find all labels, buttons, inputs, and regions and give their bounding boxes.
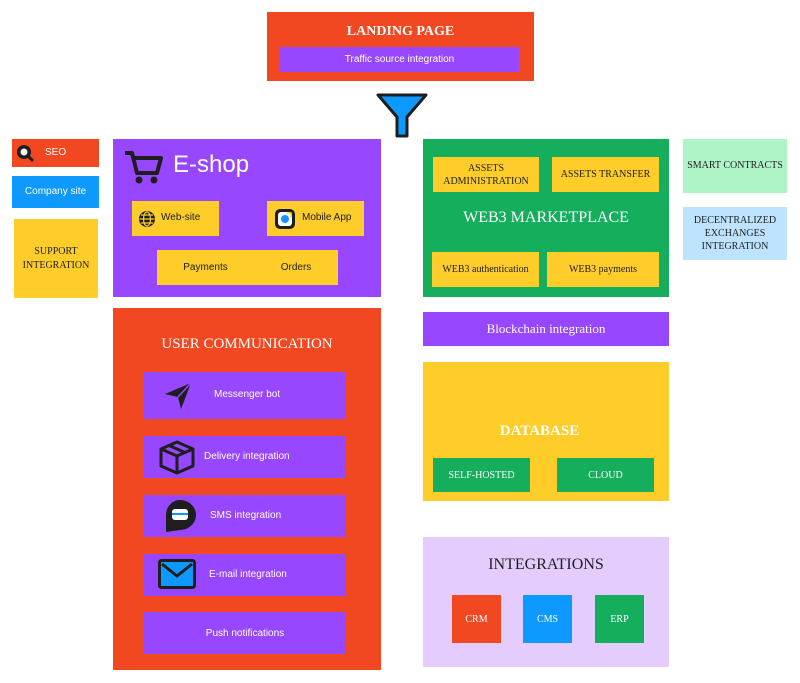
delivery-integration-label: Delivery integration xyxy=(204,451,290,462)
database-title: DATABASE xyxy=(499,422,580,439)
mobile-app-button[interactable]: Mobile App xyxy=(267,201,364,236)
app-icon xyxy=(275,209,295,229)
funnel-icon xyxy=(376,93,428,138)
assets-administration-button[interactable]: ASSETS ADMINISTRATION xyxy=(433,157,539,192)
user-communication-title: USER COMMUNICATION xyxy=(161,335,333,352)
send-icon xyxy=(165,382,192,409)
cms-button[interactable]: CMS xyxy=(523,595,572,643)
landing-page-block: LANDING PAGE Traffic source integration xyxy=(267,12,534,81)
traffic-source-integration[interactable]: Traffic source integration xyxy=(280,47,519,72)
web3-marketplace-title: WEB3 MARKETPLACE xyxy=(463,209,629,226)
integrations-title: INTEGRATIONS xyxy=(488,556,604,573)
sms-integration-item[interactable]: SMS integration xyxy=(144,495,346,537)
company-site-note[interactable]: Company site xyxy=(12,176,99,208)
integrations-block: INTEGRATIONS CRM CMS ERP xyxy=(423,537,669,667)
assets-transfer-button[interactable]: ASSETS TRANSFER xyxy=(552,157,659,192)
messenger-bot-item[interactable]: Messenger bot xyxy=(144,372,346,419)
eshop-title: E-shop xyxy=(173,151,250,178)
landing-page-title: LANDING PAGE xyxy=(346,24,455,39)
payments-button[interactable]: Payments xyxy=(157,250,254,285)
blockchain-integration[interactable]: Blockchain integration xyxy=(423,312,669,346)
seo-magnifier-icon xyxy=(17,145,34,162)
mobile-app-label: Mobile App xyxy=(302,212,352,223)
delivery-integration-item[interactable]: Delivery integration xyxy=(144,436,346,478)
email-integration-label: E-mail integration xyxy=(209,569,287,580)
website-button[interactable]: Web-site xyxy=(132,201,219,236)
website-label: Web-site xyxy=(161,212,201,223)
web3-marketplace-block: ASSETS ADMINISTRATION ASSETS TRANSFER WE… xyxy=(423,139,669,297)
globe-icon xyxy=(139,211,155,227)
mail-icon xyxy=(158,559,196,589)
cloud-button[interactable]: CLOUD xyxy=(557,458,654,492)
crm-button[interactable]: CRM xyxy=(452,595,501,643)
erp-button[interactable]: ERP xyxy=(595,595,644,643)
web3-payments-button[interactable]: WEB3 payments xyxy=(547,252,659,287)
support-integration-note[interactable]: SUPPORT INTEGRATION xyxy=(14,219,98,298)
push-notifications-item[interactable]: Push notifications xyxy=(144,612,346,654)
self-hosted-button[interactable]: SELF-HOSTED xyxy=(433,458,530,492)
smart-contracts-note[interactable]: SMART CONTRACTS xyxy=(683,139,787,193)
user-communication-block: USER COMMUNICATION Messenger bot Deliver… xyxy=(113,308,381,670)
seo-note[interactable]: SEO xyxy=(12,139,99,167)
messenger-bot-label: Messenger bot xyxy=(214,389,281,400)
box-icon xyxy=(159,440,195,475)
orders-button[interactable]: Orders xyxy=(254,250,338,285)
dex-integration-note[interactable]: DECENTRALIZED EXCHANGES INTEGRATION xyxy=(683,207,787,260)
sms-bubble-icon xyxy=(166,500,196,532)
cart-icon xyxy=(125,151,163,184)
email-integration-item[interactable]: E-mail integration xyxy=(144,554,346,596)
seo-label: SEO xyxy=(45,147,67,158)
web3-authentication-button[interactable]: WEB3 authentication xyxy=(432,252,539,287)
sms-integration-label: SMS integration xyxy=(210,510,282,521)
database-block: DATABASE SELF-HOSTED CLOUD xyxy=(423,362,669,501)
eshop-block: E-shop Web-site Mobile App Payments Orde… xyxy=(113,139,381,297)
